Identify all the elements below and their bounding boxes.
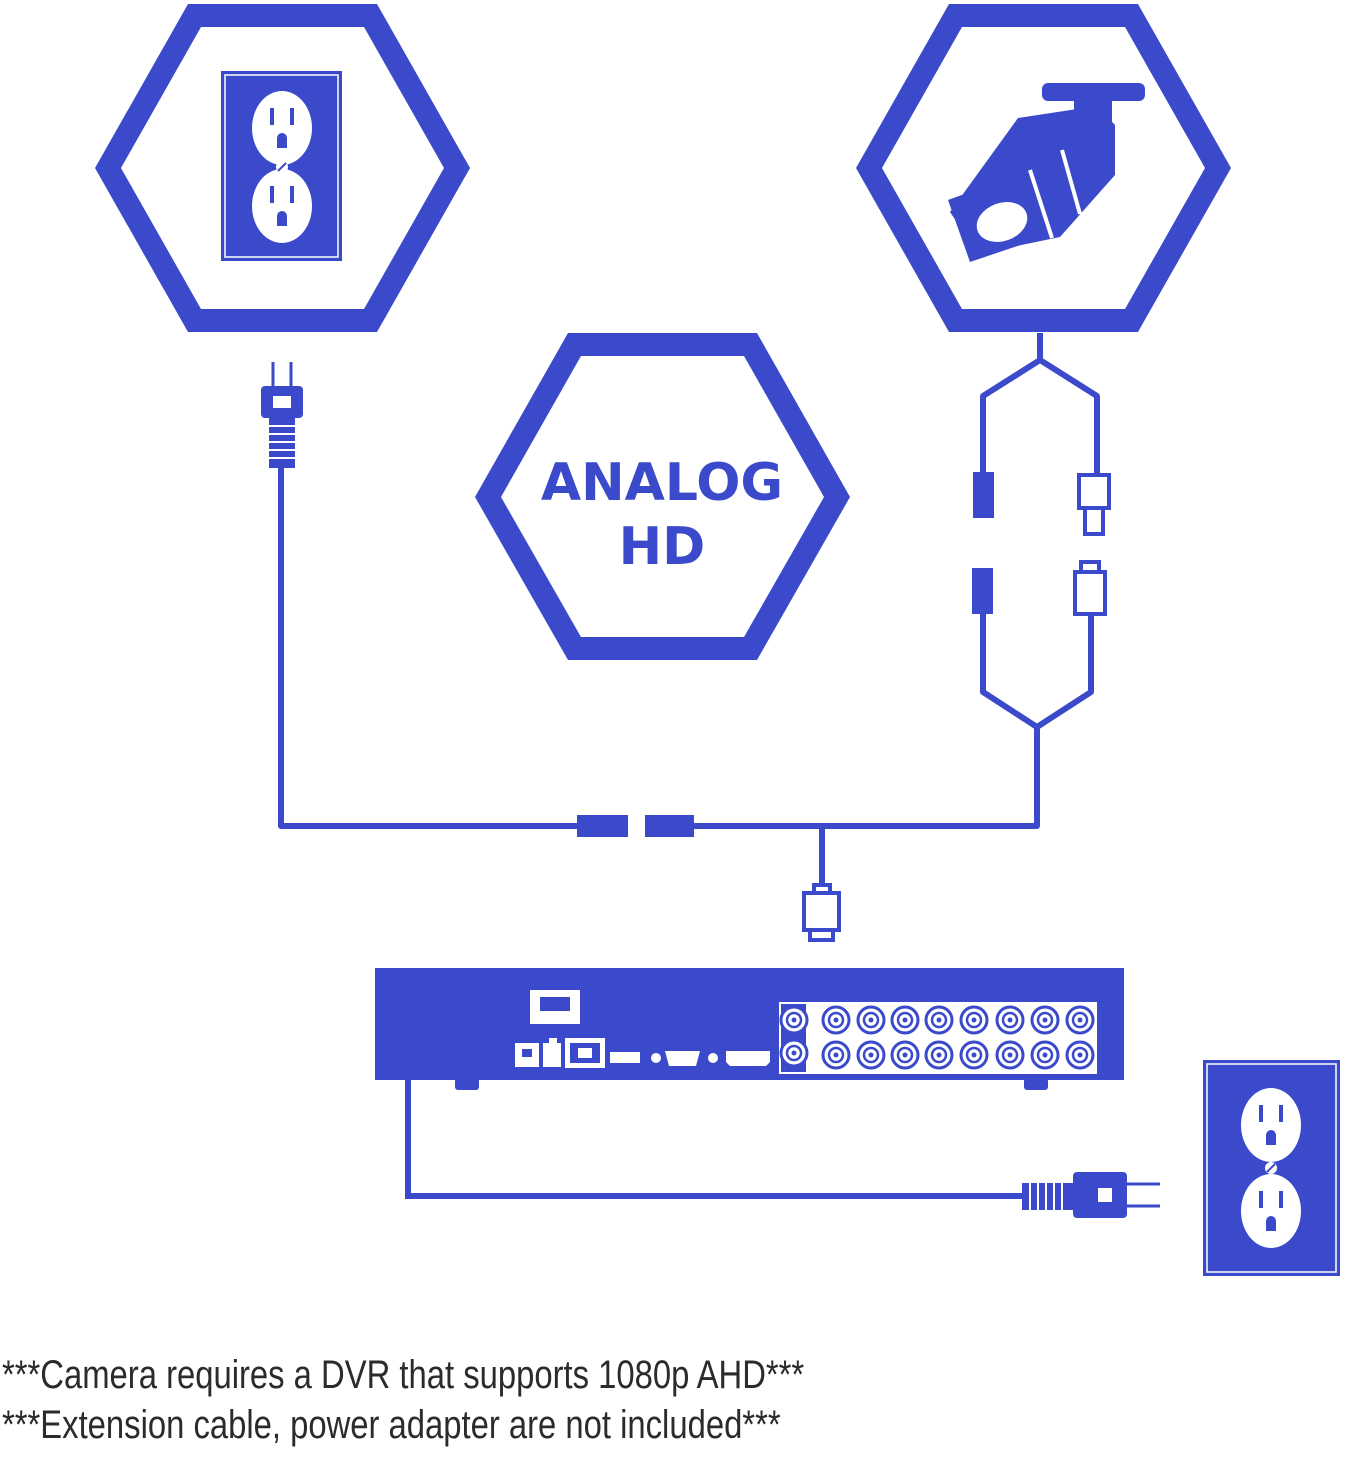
bullet-camera-icon bbox=[948, 83, 1145, 262]
power-inline-connector bbox=[577, 815, 694, 837]
analog-hd-hexagon: ANALOG HD bbox=[475, 333, 850, 660]
wall-outlet-icon bbox=[1203, 1060, 1340, 1276]
note-dvr-requirement: ***Camera requires a DVR that supports 1… bbox=[2, 1353, 805, 1397]
analog-label: ANALOG bbox=[541, 453, 783, 513]
power-plug-top bbox=[261, 362, 303, 468]
dvr-recorder-icon bbox=[375, 968, 1124, 1090]
siamese-connectors bbox=[972, 472, 1111, 616]
note-not-included: ***Extension cable, power adapter are no… bbox=[2, 1403, 781, 1447]
notes: ***Camera requires a DVR that supports 1… bbox=[2, 1350, 1101, 1450]
hd-label: HD bbox=[619, 517, 706, 577]
camera-hexagon bbox=[856, 4, 1231, 332]
power-outlet-icon bbox=[221, 71, 342, 261]
dvr-power-cord bbox=[405, 1080, 1160, 1218]
power-hexagon bbox=[95, 4, 470, 332]
video-plug bbox=[802, 883, 841, 942]
extension-cable bbox=[278, 333, 1100, 890]
